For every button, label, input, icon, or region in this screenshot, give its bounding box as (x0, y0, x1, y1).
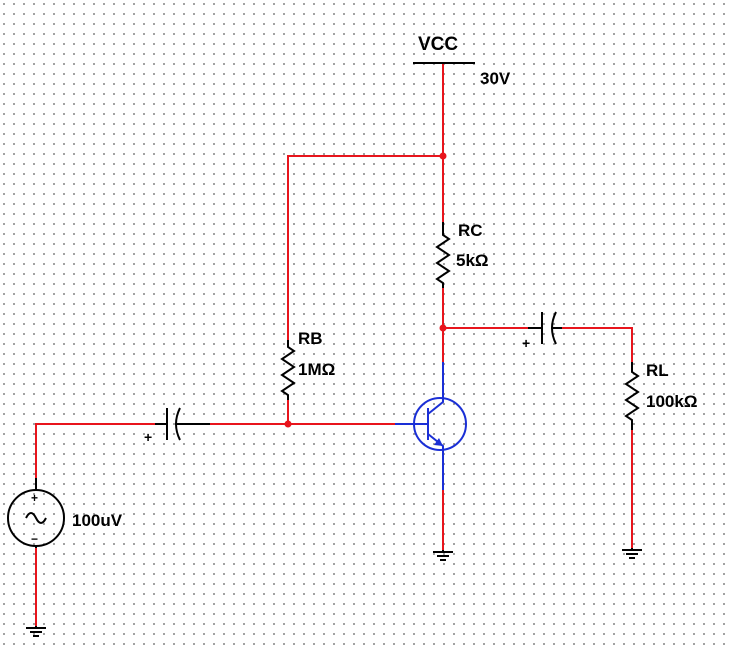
wire-source-c1[interactable] (35, 423, 155, 478)
rl-name: RL (646, 361, 669, 380)
ground-source (26, 626, 46, 637)
ac-source[interactable]: + − 100uV (7, 478, 123, 548)
source-plus: + (31, 491, 38, 505)
transistor-collector-lead (427, 362, 444, 415)
ground-load (622, 548, 642, 559)
c1-polarity: + (144, 429, 152, 445)
capacitor-c2[interactable]: + (522, 311, 562, 351)
source-value: 100uV (72, 511, 123, 530)
rb-value: 1MΩ (298, 360, 335, 379)
capacitor-c1[interactable]: + (144, 407, 210, 445)
vcc-value: 30V (480, 69, 511, 88)
rc-name: RC (458, 221, 483, 240)
ground-emitter (433, 550, 453, 561)
wires (35, 63, 633, 626)
junction-dot (439, 152, 447, 160)
resistor-zigzag-icon (280, 340, 296, 400)
resistor-rb[interactable]: RB 1MΩ (280, 329, 335, 400)
wire-c2-rl[interactable] (560, 327, 633, 362)
vcc-supply[interactable]: VCC 30V (413, 34, 511, 88)
rl-value: 100kΩ (646, 392, 697, 411)
junctions (284, 152, 447, 428)
source-minus: − (31, 532, 38, 546)
resistor-zigzag-icon (624, 362, 640, 430)
sine-wave-icon (25, 512, 47, 524)
vcc-label: VCC (418, 34, 458, 55)
c2-polarity: + (522, 335, 530, 351)
junction-dot (439, 324, 447, 332)
junction-dot (284, 420, 292, 428)
resistor-rc[interactable]: RC 5kΩ (435, 221, 489, 288)
rc-value: 5kΩ (456, 251, 489, 270)
wire-vcc-rb[interactable] (287, 155, 443, 340)
resistor-zigzag-icon (435, 222, 451, 288)
rb-name: RB (298, 329, 323, 348)
transistor-npn[interactable] (395, 362, 467, 490)
resistor-rl[interactable]: RL 100kΩ (624, 361, 697, 430)
emitter-arrow-icon (434, 438, 443, 446)
